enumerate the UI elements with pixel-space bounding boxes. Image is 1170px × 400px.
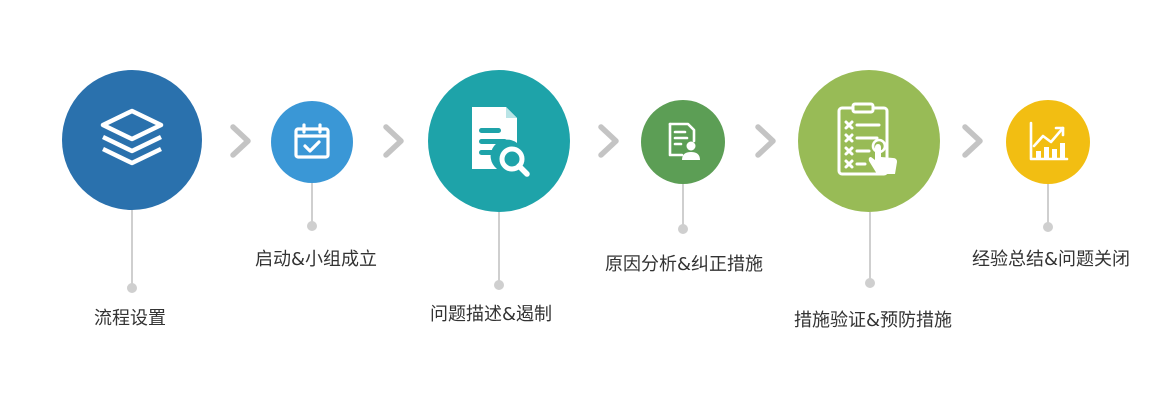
step-4-circle xyxy=(641,100,725,184)
step-1-dot xyxy=(127,283,137,293)
step-1-connector xyxy=(131,210,133,288)
step-3-connector xyxy=(498,212,500,284)
chevron-right-icon xyxy=(383,124,404,158)
step-5-label: 措施验证&预防措施 xyxy=(793,310,953,331)
step-6-dot xyxy=(1043,222,1053,232)
step-2-label: 启动&小组成立 xyxy=(254,249,378,270)
step-5-connector xyxy=(869,212,871,282)
step-4-dot xyxy=(678,224,688,234)
step-1-label: 流程设置 xyxy=(94,308,166,329)
step-3-circle xyxy=(428,70,570,212)
checklist-hand-icon xyxy=(837,102,897,176)
step-6-connector xyxy=(1047,184,1049,226)
step-4-connector xyxy=(682,184,684,228)
growth-chart-icon xyxy=(1029,121,1069,161)
calendar-check-icon xyxy=(294,123,330,159)
step-2-connector xyxy=(311,183,313,225)
step-2-circle xyxy=(271,101,353,183)
step-1-circle xyxy=(62,70,202,210)
step-6-circle xyxy=(1006,100,1090,184)
step-3-dot xyxy=(494,280,504,290)
step-4-label: 原因分析&纠正措施 xyxy=(604,254,764,275)
chevron-right-icon xyxy=(755,124,776,158)
layers-icon xyxy=(100,108,164,166)
step-3-label: 问题描述&遏制 xyxy=(429,304,553,325)
chevron-right-icon xyxy=(598,124,619,158)
step-5-dot xyxy=(865,278,875,288)
report-person-icon xyxy=(668,122,700,160)
document-search-icon xyxy=(472,107,530,177)
chevron-right-icon xyxy=(230,124,251,158)
step-5-circle xyxy=(798,70,940,212)
step-2-dot xyxy=(307,221,317,231)
chevron-right-icon xyxy=(962,124,983,158)
step-6-label: 经验总结&问题关闭 xyxy=(971,249,1131,270)
